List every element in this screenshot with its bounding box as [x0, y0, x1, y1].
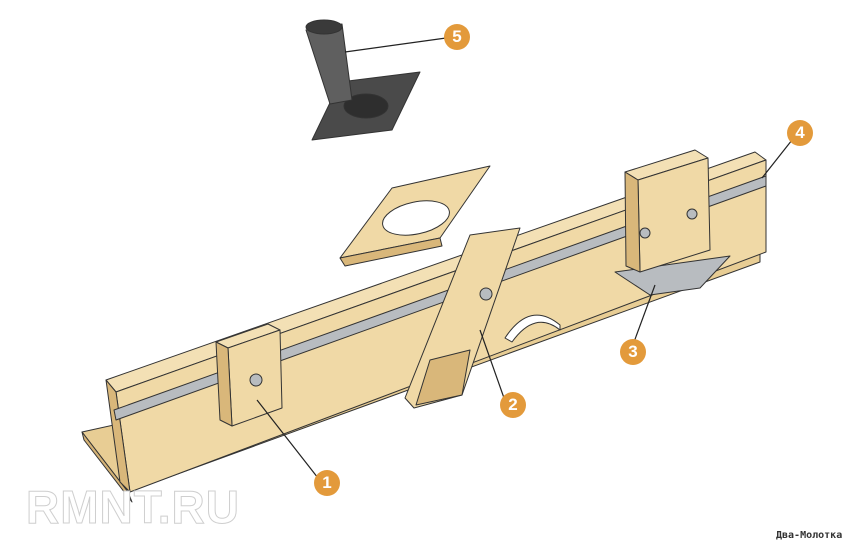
callout-5: 5 [444, 24, 470, 50]
callout-3: 3 [620, 339, 646, 365]
insert-plate-hole [382, 200, 450, 236]
wing-nut-3b [686, 208, 698, 220]
clamp-block-1-side [215, 341, 233, 427]
callout-4: 4 [787, 120, 813, 146]
callout-2: 2 [500, 392, 526, 418]
clamp-block-3-side [624, 171, 641, 273]
leader-lines [256, 37, 793, 479]
bit-cutout [504, 314, 561, 343]
watermark-left: RMNT.RU [26, 481, 240, 534]
base-board-edge [81, 431, 133, 503]
guard-plate [614, 255, 731, 296]
featherboard-fingers [415, 349, 471, 406]
wing-nut-3a [639, 227, 651, 239]
insert-plate-edge [339, 237, 443, 267]
fence-side [105, 379, 131, 493]
callout-1: 1 [314, 470, 340, 496]
dust-port-tube [305, 23, 353, 105]
wing-nut-1 [249, 373, 263, 387]
dust-port-opening [343, 93, 389, 119]
watermark-right: Два-Молотка [776, 530, 843, 541]
wing-nut-2 [479, 287, 493, 301]
